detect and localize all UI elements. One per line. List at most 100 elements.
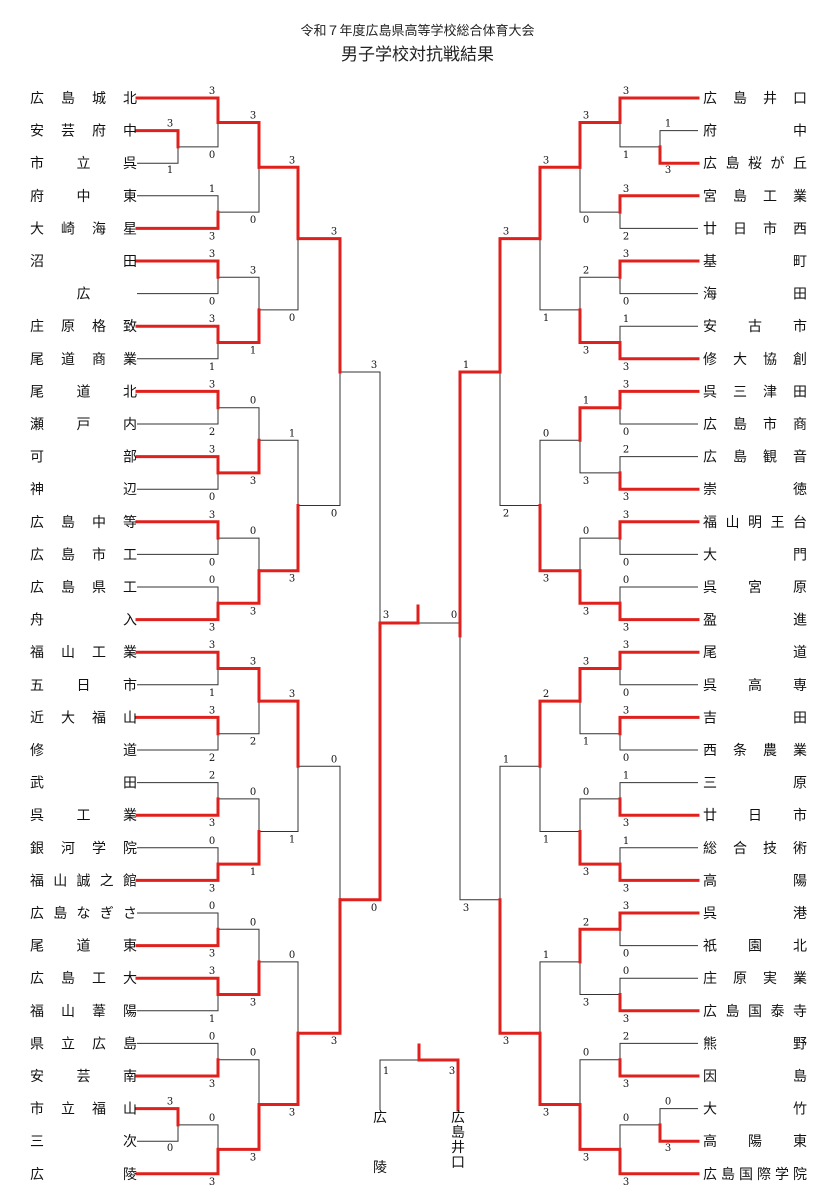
team-name-char: 武 [30, 776, 44, 792]
bracket-line [135, 715, 220, 736]
team-name: 吉田吉田 [703, 710, 807, 726]
match-score: 0 [250, 917, 256, 928]
match-score: 3 [209, 818, 215, 829]
team-name-char: 北 [123, 91, 137, 107]
team-name: 広島城北広島城北 [30, 91, 137, 107]
match-score: 1 [250, 867, 256, 878]
team-name-char: 基 [703, 253, 717, 270]
team-name-char: 南 [123, 1069, 137, 1085]
match-score: 3 [209, 249, 215, 260]
team-name-char: 広 [30, 906, 44, 922]
match-score: 3 [331, 1036, 337, 1047]
bracket-line [619, 538, 698, 555]
final-team-name-char: 島 [451, 1125, 465, 1141]
match-score: 3 [209, 1079, 215, 1090]
bracket-line [579, 537, 620, 571]
team-name: 宮島工業宮島工業 [703, 189, 807, 205]
match-score: 0 [209, 150, 215, 161]
team-name-char: 院 [123, 841, 137, 857]
match-score: 3 [583, 867, 589, 878]
team-name-char: 町 [793, 254, 807, 270]
team-name: 尾道東尾道東 [30, 939, 137, 955]
team-name-char: 島 [53, 906, 67, 922]
bracket-line [659, 130, 698, 147]
match-score: 3 [250, 1152, 256, 1163]
team-name-char: 北 [123, 384, 137, 400]
match-score: 2 [623, 445, 629, 456]
team-name-char: 城 [92, 91, 106, 107]
match-score: 3 [209, 445, 215, 456]
team-name-char: 県 [92, 580, 106, 596]
team-name-char: 芸 [61, 124, 75, 140]
team-name: 高陽東高陽東 [703, 1133, 807, 1150]
team-name: 祇園北祇園北 [703, 939, 807, 955]
team-name-char: 星 [123, 221, 137, 237]
bracket-line [618, 993, 700, 1013]
match-score: 0 [623, 557, 629, 568]
bracket-line [619, 847, 698, 865]
bracket-line [137, 668, 219, 686]
match-score: 0 [209, 901, 215, 912]
bracket-line [619, 407, 698, 425]
bracket-line [137, 342, 219, 360]
match-score: 2 [250, 737, 256, 748]
match-score: 0 [583, 215, 589, 226]
match-score: 3 [583, 110, 589, 121]
match-score: 0 [289, 313, 295, 324]
bracket-line [135, 927, 220, 948]
team-name: 県立広島県立広島 [30, 1036, 137, 1052]
team-name: 基町基町 [703, 253, 807, 270]
match-score: 0 [250, 787, 256, 798]
bracket-line [498, 237, 542, 374]
match-score: 0 [209, 1031, 215, 1042]
match-score: 1 [583, 396, 589, 407]
match-score: 3 [665, 1143, 671, 1154]
bracket-line [137, 847, 219, 865]
team-name-char: 河 [61, 841, 75, 857]
team-name-char: 港 [793, 906, 807, 922]
match-score: 3 [250, 265, 256, 276]
bracket-line [338, 634, 382, 902]
team-name-char: 大 [733, 352, 747, 368]
team-name-char: 呉 [703, 580, 717, 596]
match-score: 0 [623, 753, 629, 764]
team-name-char: 学 [775, 1167, 789, 1183]
match-score: 3 [623, 362, 629, 373]
match-score: 0 [167, 1143, 173, 1154]
match-score: 1 [289, 835, 295, 846]
match-score: 3 [209, 949, 215, 960]
match-score: 0 [583, 526, 589, 537]
team-name: 呉港呉港 [703, 906, 807, 922]
team-name-char: 廿 [703, 221, 717, 237]
team-name-char: 市 [763, 416, 777, 433]
match-score: 3 [623, 1079, 629, 1090]
bracket-line [178, 122, 219, 148]
team-name-char: 次 [123, 1134, 137, 1150]
team-name-char: 田 [793, 384, 807, 400]
team-name: 尾道尾道 [703, 645, 807, 661]
match-score: 3 [623, 1177, 629, 1188]
team-name-char: 辺 [123, 482, 137, 498]
final-team-name: 広陵広陵 [373, 1110, 387, 1176]
team-name-char: 中 [123, 124, 137, 140]
team-name-char: 福 [92, 1102, 106, 1118]
team-name-char: 宮 [703, 189, 717, 205]
team-name-char: 島 [733, 450, 747, 466]
tournament-title: 令和７年度広島県高等学校総合体育大会 [300, 24, 535, 39]
team-name: 総合技術総合技術 [703, 841, 807, 857]
team-name: 海田海田 [703, 287, 807, 303]
match-score: 0 [209, 836, 215, 847]
team-name-char: 田 [123, 776, 137, 792]
bracket-line [135, 601, 220, 622]
final-team-name-char: 広 [451, 1110, 465, 1126]
team-name-char: 大 [703, 547, 717, 563]
bracket-line [298, 765, 341, 900]
match-score: 1 [583, 737, 589, 748]
bracket-line [296, 898, 342, 1035]
team-name-char: 道 [61, 352, 75, 368]
team-name-char: 工 [123, 580, 137, 596]
bracket-line [618, 1147, 700, 1176]
match-score: 0 [250, 526, 256, 537]
team-name-char: 市 [92, 546, 106, 563]
